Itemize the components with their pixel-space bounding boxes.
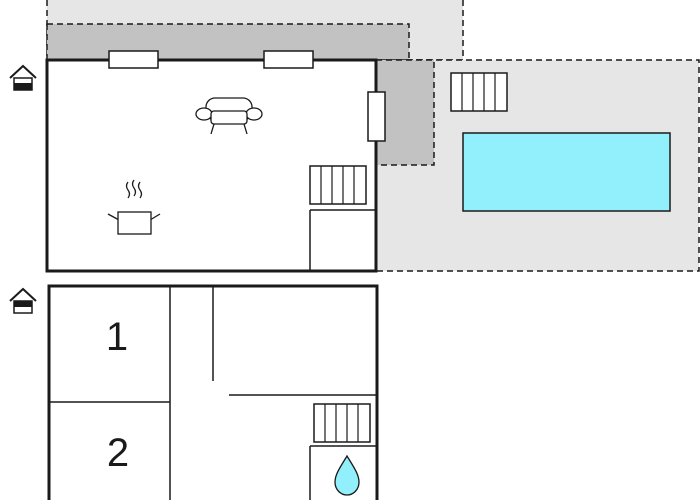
- sofa-icon: [195, 97, 263, 135]
- covered-terrace-top: [46, 23, 410, 61]
- ground-floor: [45, 50, 386, 273]
- house-icon: [9, 287, 37, 314]
- swimming-pool: [462, 132, 671, 212]
- window: [367, 91, 386, 142]
- cooking-pot-icon: [107, 179, 161, 235]
- room-label-bedroom-1: 1: [106, 315, 128, 359]
- stairs-icon: [309, 165, 367, 205]
- stairs-icon: [313, 403, 371, 443]
- room-label-bedroom-2: 2: [107, 431, 129, 475]
- window: [263, 50, 314, 69]
- water-drop-icon: [334, 454, 360, 496]
- upper-floor: 1 2: [47, 284, 379, 500]
- window: [108, 50, 159, 69]
- stairs-icon: [450, 72, 508, 112]
- house-icon: [9, 64, 37, 91]
